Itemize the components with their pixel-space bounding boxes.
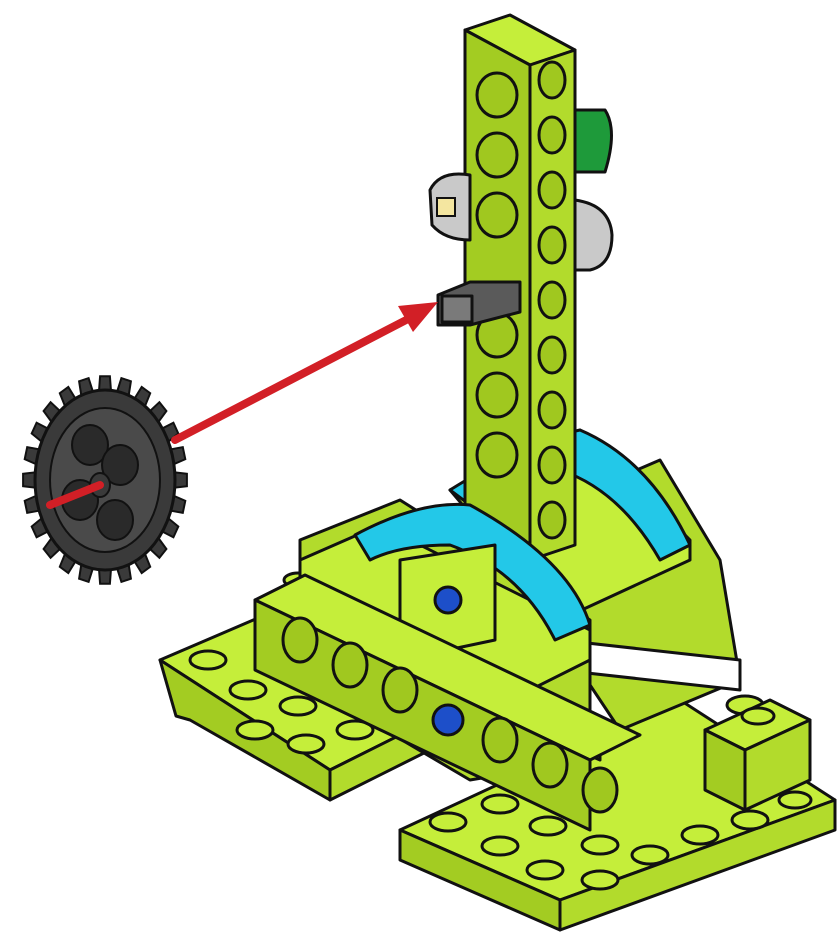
blue-pin-icon xyxy=(435,587,461,613)
green-connector xyxy=(575,110,612,172)
cross-hole-icon xyxy=(437,198,455,216)
beam-holes-side xyxy=(539,62,565,538)
gear-24-tooth xyxy=(23,376,187,584)
arrow-shaft xyxy=(175,318,410,440)
blue-pin-icon xyxy=(433,705,463,735)
